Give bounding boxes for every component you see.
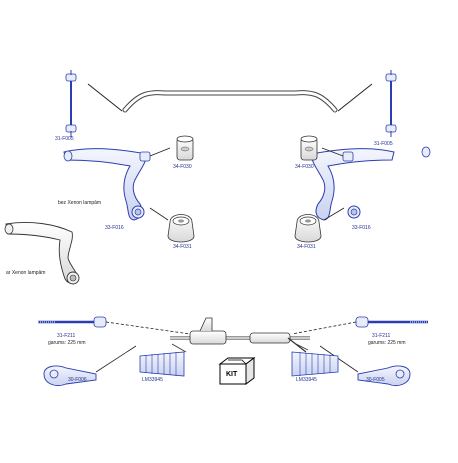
- label-tie-rod-left[interactable]: 31-F211: [57, 333, 76, 339]
- steering-boot-left[interactable]: [139, 351, 185, 377]
- label-arm-left[interactable]: 33-F016: [105, 225, 124, 231]
- note-length-right: garums: 225 mm: [368, 340, 406, 346]
- bushing-big-right[interactable]: [294, 214, 322, 243]
- label-boot-left[interactable]: LM33945: [142, 377, 163, 383]
- kit-box-icon: [218, 357, 256, 385]
- label-bushing-big-left[interactable]: 34-F031: [173, 244, 192, 250]
- bushing-big-left[interactable]: [167, 214, 195, 243]
- tie-rod-right[interactable]: [291, 316, 428, 335]
- label-arm-right[interactable]: 33-F016: [352, 225, 371, 231]
- control-arm-left[interactable]: [63, 147, 171, 221]
- note-length-left: garums: 225 mm: [48, 340, 86, 346]
- label-link-left[interactable]: 31-F005: [55, 136, 74, 142]
- label-tie-rod-right[interactable]: 31-F211: [372, 333, 391, 339]
- control-arm-right[interactable]: [311, 146, 431, 221]
- control-arm-xenon-variant: [4, 222, 80, 285]
- stabilizer-bar: [87, 83, 373, 113]
- steering-boot-right[interactable]: [291, 351, 339, 377]
- label-tie-rod-end-left[interactable]: 30-F006: [68, 377, 87, 383]
- bushing-small-left[interactable]: [176, 135, 194, 161]
- bushing-small-right[interactable]: [300, 135, 318, 161]
- note-with-xenon: ar Xenon lampām: [6, 270, 46, 276]
- steering-rack: [170, 317, 310, 353]
- label-boot-right[interactable]: LM33945: [296, 377, 317, 383]
- label-link-right[interactable]: 31-F005: [374, 141, 393, 147]
- label-bushing-small-right[interactable]: 34-F030: [295, 164, 314, 170]
- label-tie-rod-end-right[interactable]: 30-F005: [366, 377, 385, 383]
- label-bushing-small-left[interactable]: 34-F030: [173, 164, 192, 170]
- tie-rod-end-right[interactable]: [319, 345, 411, 386]
- stabilizer-link-right[interactable]: [385, 70, 397, 137]
- tie-rod-left[interactable]: [38, 316, 191, 335]
- kit-label: KIT: [226, 371, 238, 378]
- tie-rod-end-left[interactable]: [43, 345, 137, 386]
- stabilizer-link-left[interactable]: [65, 70, 77, 137]
- label-bushing-big-right[interactable]: 34-F031: [297, 244, 316, 250]
- note-without-xenon: bez Xenon lampām: [58, 200, 102, 206]
